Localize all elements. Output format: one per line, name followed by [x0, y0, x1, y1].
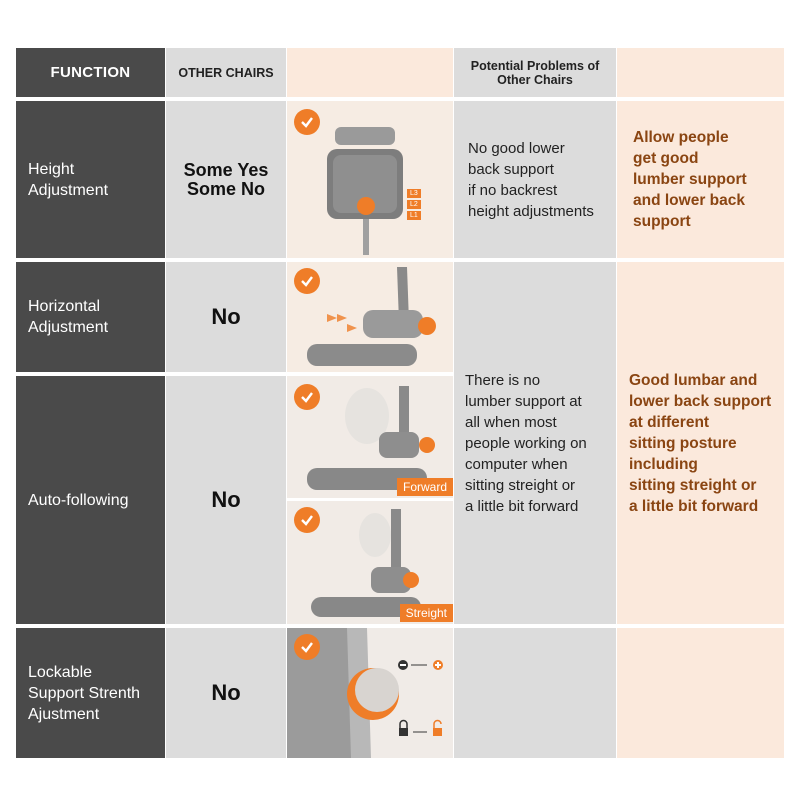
lock-unlock-icon [399, 719, 442, 736]
header-problems: Potential Problems of Other Chairs [454, 48, 616, 97]
header-other-chairs: OTHER CHAIRS [166, 48, 286, 97]
advantage-lockable-empty [617, 628, 784, 758]
check-icon [294, 384, 320, 410]
other-chairs-height: Some Yes Some No [166, 101, 286, 258]
straight-posture-image: Streight [287, 501, 453, 624]
advantage-height: Allow people get good lumber support and… [617, 101, 784, 258]
other-chairs-horizontal: No [166, 262, 286, 372]
check-icon [294, 109, 320, 135]
level-l3-label: L3 [407, 189, 421, 198]
minus-plus-icon [398, 660, 443, 670]
problem-auto-following: There is no lumber support at all when m… [454, 262, 616, 624]
problem-lockable-empty [454, 628, 616, 758]
lockable-support-image [287, 628, 453, 758]
check-icon [294, 507, 320, 533]
height-adjustment-image: L3 L2 L1 [287, 101, 453, 258]
arrow-icon [327, 314, 357, 332]
header-image-spacer [287, 48, 453, 97]
forward-posture-image: Forward [287, 376, 453, 498]
forward-label: Forward [396, 478, 453, 496]
other-chairs-lockable: No [166, 628, 286, 758]
horizontal-adjustment-image [287, 262, 453, 372]
header-function: FUNCTION [16, 48, 165, 97]
function-horizontal-adjustment: Horizontal Adjustment [16, 262, 165, 372]
check-icon [294, 268, 320, 294]
streight-label: Streight [399, 604, 453, 622]
function-lockable-support: Lockable Support Strenth Ajustment [16, 628, 165, 758]
advantage-auto-following: Good lumbar and lower back support at di… [617, 262, 784, 624]
level-l1-label: L1 [407, 211, 421, 220]
check-icon [294, 634, 320, 660]
chair-headrest-illustration [287, 101, 453, 258]
level-l2-label: L2 [407, 200, 421, 209]
problem-height: No good lower back support if no backres… [454, 101, 616, 258]
function-auto-following: Auto-following [16, 376, 165, 624]
header-advantage-spacer [617, 48, 784, 97]
function-height-adjustment: Height Adjustment [16, 101, 165, 258]
other-chairs-auto-following: No [166, 376, 286, 624]
